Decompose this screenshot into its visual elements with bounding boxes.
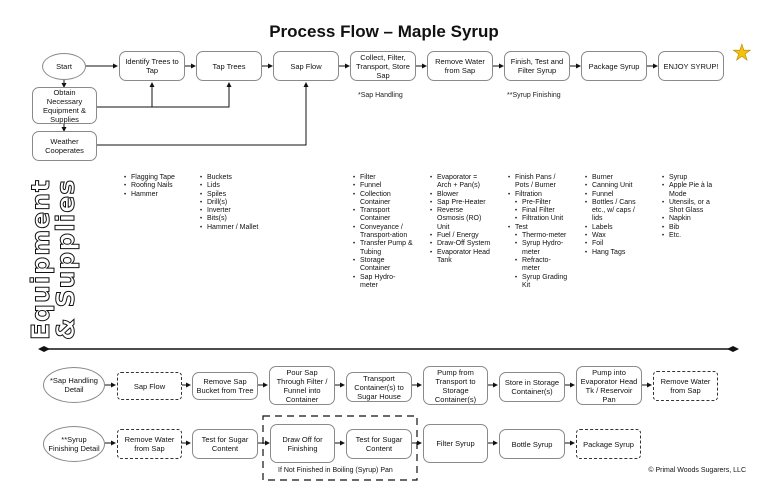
equipment-heading: Equipment & Supplies xyxy=(26,170,88,341)
list-item: Drill(s) xyxy=(200,199,262,208)
sap-detail-step: Remove Water from Sap xyxy=(653,371,718,401)
syrup-detail-step: Filter Syrup xyxy=(423,424,488,463)
step-finish-test-filter: Finish, Test and Filter Syrup xyxy=(504,51,570,81)
list-item: Sap Hydro-meter xyxy=(353,274,413,291)
equipment-list-identify: Flagging Tape Roofing Nails Hammer xyxy=(124,174,192,199)
list-item: Collection Container xyxy=(353,191,413,208)
weather-node: Weather Cooperates xyxy=(32,131,97,161)
list-item: Hammer xyxy=(124,191,192,200)
list-item: Spiles xyxy=(200,191,262,200)
sap-handling-detail-label: *Sap Handling Detail xyxy=(43,367,105,403)
list-item: Evaporator Head Tank xyxy=(430,249,492,266)
list-item: Bits(s) xyxy=(200,215,262,224)
note-sap-handling: *Sap Handling xyxy=(358,92,403,99)
step-identify-trees: Identify Trees to Tap xyxy=(119,51,185,81)
list-subitem: Thermo-meter xyxy=(508,232,568,241)
syrup-detail-step: Remove Water from Sap xyxy=(117,429,182,459)
list-item: Fuel / Energy xyxy=(430,232,492,241)
list-item: Bottles / Cans etc., w/ caps / lids xyxy=(585,199,645,224)
list-item: Roofing Nails xyxy=(124,182,192,191)
star-icon: ★ xyxy=(732,40,752,65)
list-item: Hammer / Mallet xyxy=(200,224,262,233)
obtain-equipment-node: Obtain Necessary Equipment & Supplies xyxy=(32,87,97,124)
list-item: Funnel xyxy=(353,182,413,191)
list-item: Labels xyxy=(585,224,645,233)
start-node: Start xyxy=(42,53,86,80)
list-item: Transport Container xyxy=(353,207,413,224)
divider-diamonds xyxy=(38,346,739,352)
list-item: Funnel xyxy=(585,191,645,200)
list-subitem: Pre-Filter xyxy=(508,199,568,208)
list-item: Evaporator = Arch + Pan(s) xyxy=(430,174,492,191)
list-item: Napkin xyxy=(662,215,722,224)
page-title: Process Flow – Maple Syrup xyxy=(269,22,499,41)
syrup-detail-step: Test for Sugar Content xyxy=(346,429,412,459)
list-subitem: Refracto-meter xyxy=(508,257,568,274)
list-item: Burner xyxy=(585,174,645,183)
copyright: © Primal Woods Sugarers, LLC xyxy=(648,467,746,474)
list-item: Test xyxy=(508,224,568,233)
list-item: Finish Pans / Pots / Burner xyxy=(508,174,568,191)
syrup-finishing-detail-label: **Syrup Finishing Detail xyxy=(43,426,105,462)
equipment-list-collect: Filter Funnel Collection Container Trans… xyxy=(353,174,413,290)
equipment-list-package: Burner Canning Unit Funnel Bottles / Can… xyxy=(585,174,645,257)
list-item: Buckets xyxy=(200,174,262,183)
sap-detail-step: Pump from Transport to Storage Container… xyxy=(423,366,488,405)
syrup-detail-step: Package Syrup xyxy=(576,429,641,459)
list-item: Foil xyxy=(585,240,645,249)
list-item: Etc. xyxy=(662,232,722,241)
list-item: Canning Unit xyxy=(585,182,645,191)
list-item: Syrup xyxy=(662,174,722,183)
list-subitem: Final Filter xyxy=(508,207,568,216)
equipment-list-finish: Finish Pans / Pots / Burner Filtration P… xyxy=(508,174,568,290)
list-item: Filtration xyxy=(508,191,568,200)
equipment-list-enjoy: Syrup Apple Pie à la Mode Utensils, or a… xyxy=(662,174,722,241)
list-item: Conveyance / Transport-ation xyxy=(353,224,413,241)
list-subitem: Syrup Grading Kit xyxy=(508,274,568,291)
sap-detail-step: Transport Container(s) to Sugar House xyxy=(346,372,412,402)
list-item: Sap Pre-Heater xyxy=(430,199,492,208)
step-remove-water: Remove Water from Sap xyxy=(427,51,493,81)
list-item: Blower xyxy=(430,191,492,200)
syrup-detail-step: Draw Off for Finishing xyxy=(270,424,335,463)
equipment-heading-line1: Equipment xyxy=(26,179,56,341)
sap-detail-step: Pump into Evaporator Head Tk / Reservoir… xyxy=(576,366,642,405)
list-item: Transfer Pump & Tubing xyxy=(353,240,413,257)
list-item: Storage Container xyxy=(353,257,413,274)
list-item: Apple Pie à la Mode xyxy=(662,182,722,199)
step-tap-trees: Tap Trees xyxy=(196,51,262,81)
equipment-list-tap: Buckets Lids Spiles Drill(s) Inverter Bi… xyxy=(200,174,262,232)
step-sap-flow: Sap Flow xyxy=(273,51,339,81)
list-item: Utensils, or a Shot Glass xyxy=(662,199,722,216)
sap-detail-step: Store in Storage Container(s) xyxy=(499,372,565,402)
sap-detail-step: Sap Flow xyxy=(117,372,182,400)
list-subitem: Syrup Hydro-meter xyxy=(508,240,568,257)
list-item: Inverter xyxy=(200,207,262,216)
list-item: Hang Tags xyxy=(585,249,645,258)
list-item: Draw-Off System xyxy=(430,240,492,249)
list-item: Lids xyxy=(200,182,262,191)
syrup-detail-step: Test for Sugar Content xyxy=(192,429,258,459)
note-syrup-finishing: **Syrup Finishing xyxy=(507,92,561,99)
list-item: Bib xyxy=(662,224,722,233)
step-enjoy-syrup: ENJOY SYRUP! xyxy=(658,51,724,81)
list-item: Reverse Osmosis (RO) Unit xyxy=(430,207,492,232)
list-item: Flagging Tape xyxy=(124,174,192,183)
list-item: Filter xyxy=(353,174,413,183)
equipment-list-remove-water: Evaporator = Arch + Pan(s) Blower Sap Pr… xyxy=(430,174,492,265)
step-collect-sap: Collect, Filter, Transport, Store Sap xyxy=(350,51,416,81)
sap-detail-step: Remove Sap Bucket from Tree xyxy=(192,372,258,400)
syrup-detail-step: Bottle Syrup xyxy=(499,429,565,459)
sap-detail-step: Pour Sap Through Filter / Funnel into Co… xyxy=(269,366,335,405)
list-item: Wax xyxy=(585,232,645,241)
list-subitem: Filtration Unit xyxy=(508,215,568,224)
equipment-heading-line2: & Supplies xyxy=(51,178,81,340)
step-package-syrup: Package Syrup xyxy=(581,51,647,81)
bracket-label: If Not Finished in Boiling (Syrup) Pan xyxy=(278,467,393,474)
